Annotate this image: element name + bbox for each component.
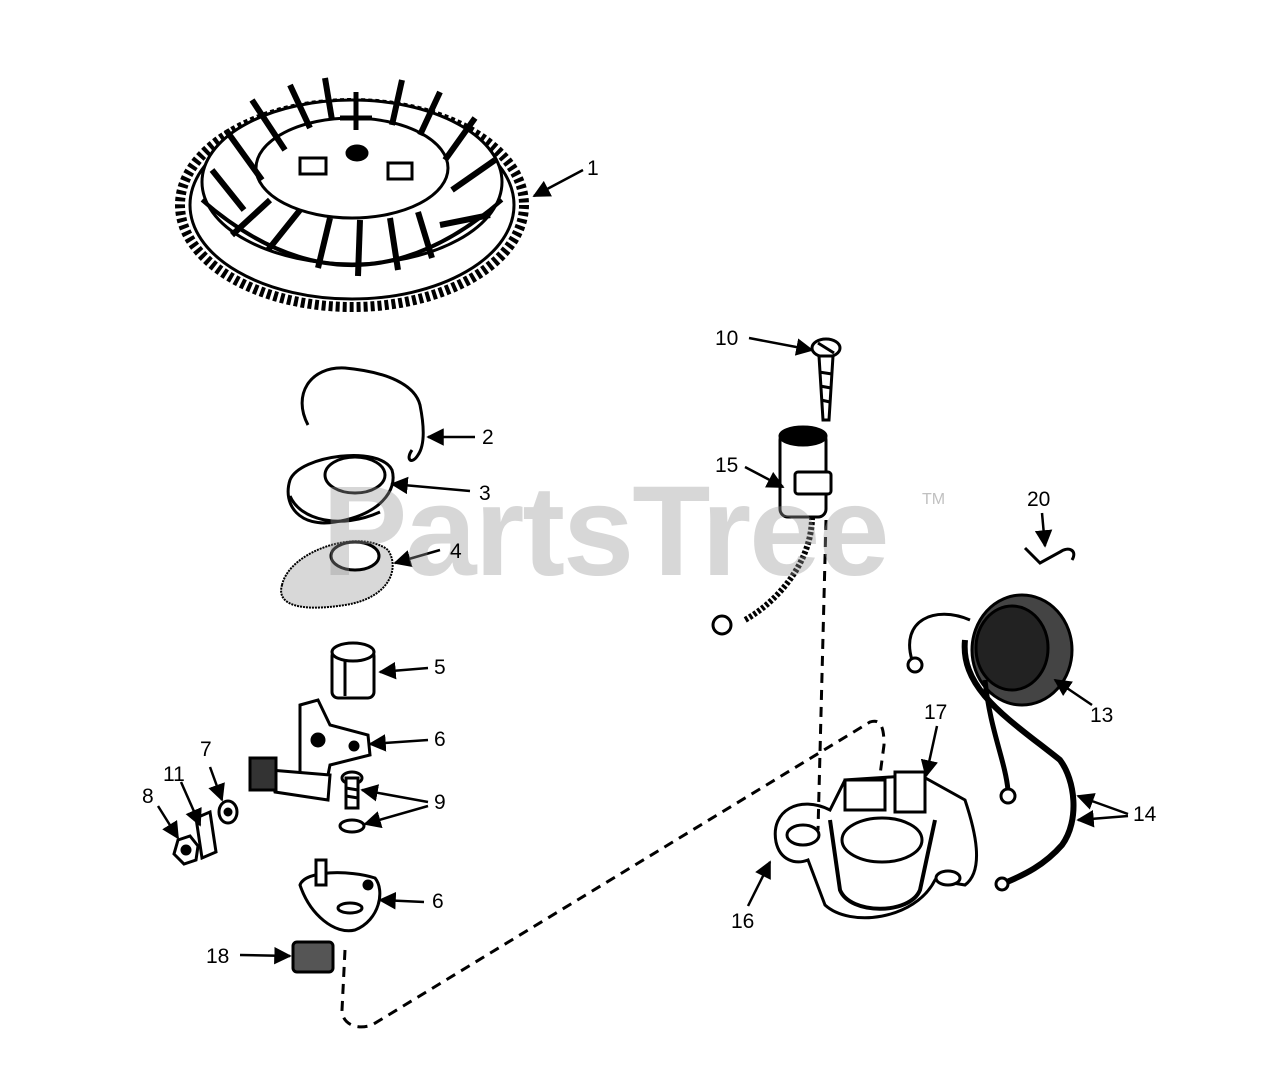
- lead-wire-part[interactable]: [961, 639, 1077, 892]
- callout-15[interactable]: 15: [715, 454, 739, 477]
- watermark-text: PartsTree: [322, 460, 889, 603]
- callout-11[interactable]: 11: [163, 763, 185, 786]
- breaker-plate-part[interactable]: [298, 858, 382, 933]
- callout-7[interactable]: 7: [200, 738, 212, 761]
- callout-4[interactable]: 4: [450, 540, 462, 563]
- callout-13[interactable]: 13: [1090, 704, 1114, 727]
- leader-arrows: [156, 168, 1129, 965]
- breaker-cover-part[interactable]: [286, 454, 395, 525]
- callout-8[interactable]: 8: [142, 785, 154, 808]
- condenser-screw-part[interactable]: [810, 337, 842, 422]
- callout-6-upper[interactable]: 6: [434, 728, 446, 751]
- callout-17[interactable]: 17: [924, 701, 948, 724]
- callout-10[interactable]: 10: [715, 327, 739, 350]
- spring-clip-part[interactable]: [300, 366, 425, 462]
- callout-18[interactable]: 18: [206, 945, 230, 968]
- coil-part[interactable]: [906, 593, 1074, 805]
- felt-part[interactable]: [291, 940, 335, 974]
- bushing-part[interactable]: [330, 641, 376, 700]
- callout-9[interactable]: 9: [434, 791, 446, 814]
- callout-5[interactable]: 5: [434, 656, 446, 679]
- breaker-arm-part[interactable]: [248, 698, 372, 802]
- callout-1[interactable]: 1: [587, 157, 599, 180]
- flywheel-part[interactable]: [175, 77, 529, 312]
- screw-part[interactable]: [338, 770, 366, 834]
- trademark-symbol: TM: [922, 491, 946, 508]
- callout-14[interactable]: 14: [1133, 803, 1157, 826]
- nut-part[interactable]: [172, 834, 200, 866]
- callout-20[interactable]: 20: [1027, 488, 1051, 511]
- callout-2[interactable]: 2: [482, 426, 494, 449]
- assembly-dashed-lines: [340, 519, 886, 1029]
- callout-16[interactable]: 16: [731, 910, 755, 933]
- washer-part[interactable]: [217, 799, 239, 825]
- spring-part[interactable]: [1023, 546, 1076, 565]
- callout-6-lower[interactable]: 6: [432, 890, 444, 913]
- gasket-part[interactable]: [280, 540, 394, 609]
- callout-3[interactable]: 3: [479, 482, 491, 505]
- terminal-part[interactable]: [194, 809, 218, 861]
- coil-bracket-part[interactable]: [773, 770, 979, 920]
